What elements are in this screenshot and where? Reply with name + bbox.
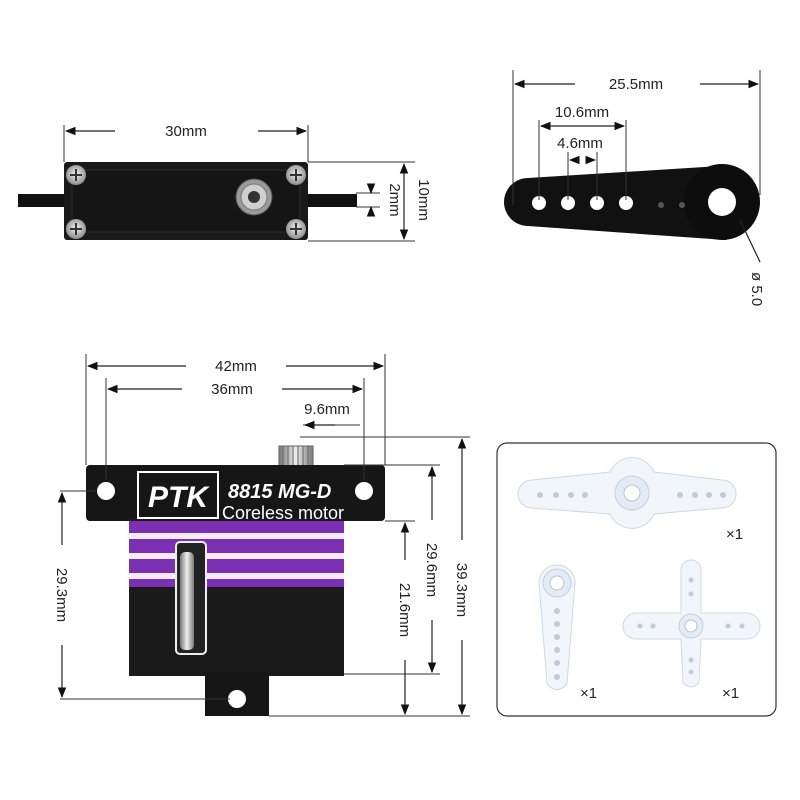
screw-icon [66,165,86,185]
model-name: 8815 MG-D [228,481,331,503]
mount-hole [97,482,115,500]
double-horn-icon [517,457,737,529]
horn-hole [619,196,633,210]
mount-hole [228,690,246,708]
brand-logo: PTK [148,481,210,514]
body-height-label: 29.6mm [423,543,440,597]
lower-height-label: 21.6mm [396,583,413,637]
top-width-label: 30mm [165,123,207,140]
screw-icon [286,219,306,239]
mounting-flange [86,465,385,521]
screw-icon [286,165,306,185]
gear-height-label: 2mm [386,183,403,216]
horn-span-label: 10.6mm [555,104,609,121]
horn-hole [532,196,546,210]
double-horn-qty: ×1 [726,526,743,543]
total-height-label: 39.3mm [453,563,470,617]
servo-right-tab [305,194,357,207]
top-view: 30mm 2mm 10mm [18,123,432,242]
horn-pitch-label: 4.6mm [557,135,603,152]
horn-hole [561,196,575,210]
single-horn-icon [538,564,576,690]
horn-overall-label: 25.5mm [609,76,663,93]
cross-horn-icon [622,559,761,688]
horn-view: 25.5mm 10.6mm 4.6mm ø 5.0 [504,70,765,306]
mount-spacing-label: 36mm [211,381,253,398]
front-width-label: 42mm [215,358,257,375]
top-height-label: 10mm [415,179,432,221]
horn-hole [590,196,604,210]
accessories-box: ×1 ×1 ×1 [496,442,777,717]
brand-label: PTK 8815 MG-D Coreless motor [137,471,344,523]
shaft-icon [180,552,194,650]
single-horn-qty: ×1 [580,685,597,702]
shaft-offset-label: 9.6mm [304,401,350,418]
servo-lead-wire [18,194,68,207]
mount-hole [355,482,373,500]
mount-to-hole-label: 29.3mm [53,568,70,622]
screw-icon [66,219,86,239]
model-subtitle: Coreless motor [222,503,344,523]
horn-hole-label: ø 5.0 [748,272,765,306]
horn-center-hole [708,188,736,216]
front-view: PTK 8815 MG-D Coreless motor 42mm 36mm 9… [53,354,470,717]
output-gear-icon [235,178,273,216]
cross-horn-qty: ×1 [722,685,739,702]
